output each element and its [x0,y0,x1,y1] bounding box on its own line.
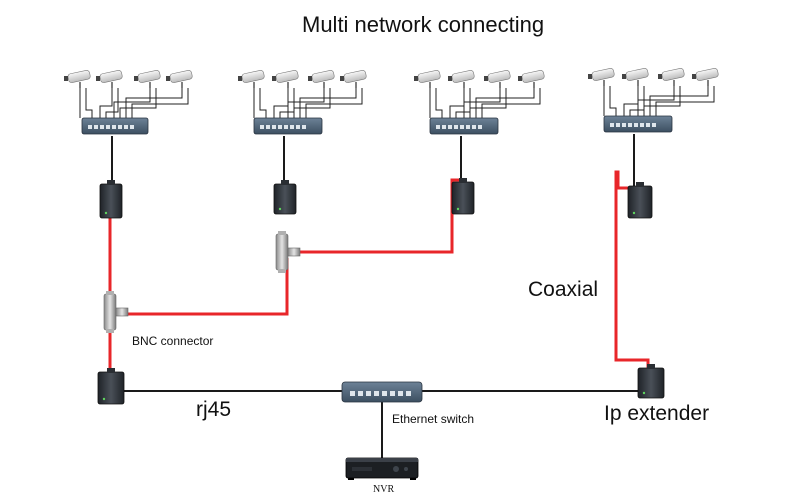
cctv-camera-icon [692,68,719,86]
rj45-label: rj45 [196,398,232,421]
ip-extender-icon [97,368,125,405]
bnc-connector-label: BNC connector [132,334,214,348]
diagram-title: Multi network connecting [302,12,545,37]
cctv-camera-icon [308,70,335,88]
ip-extender-icon [99,180,123,219]
cctv-camera-icon [658,68,685,86]
camera-cluster-2 [238,70,367,135]
ip-extender-icon [637,364,665,399]
network-cables [111,134,640,458]
ip-extender-icon [627,182,653,219]
coaxial-cables [108,170,650,372]
cctv-camera-icon [272,70,299,88]
bnc-t-connector-icon [103,291,129,333]
cctv-camera-icon [588,68,615,86]
camera-cluster-1 [64,70,193,135]
cctv-camera-icon [96,70,123,88]
cctv-camera-icon [414,70,441,88]
cctv-camera-icon [622,68,649,86]
ip-extender-icon [451,178,475,215]
network-switch-icon [81,117,149,135]
cctv-camera-icon [166,70,193,88]
ethernet-switch-icon [341,381,423,403]
coaxial-label: Coaxial [528,278,599,301]
camera-cluster-3 [414,70,545,135]
cctv-camera-icon [134,70,161,88]
ip-extender-label: Ip extender [604,402,710,425]
cctv-camera-icon [238,70,265,88]
cctv-camera-icon [448,70,475,88]
nvr-label: NVR [373,484,395,495]
ethernet-switch-label: Ethernet switch [392,412,475,426]
cctv-camera-icon [340,70,367,88]
bnc-t-connector-icon [275,231,301,273]
cctv-camera-icon [484,70,511,88]
network-switch-icon [603,115,673,133]
network-switch-icon [253,117,323,135]
cctv-camera-icon [64,70,91,88]
cctv-camera-icon [518,70,545,88]
network-switch-icon [429,117,499,135]
camera-cluster-4 [588,68,719,133]
nvr-recorder-icon [345,457,419,480]
ip-extender-icon [273,180,297,215]
